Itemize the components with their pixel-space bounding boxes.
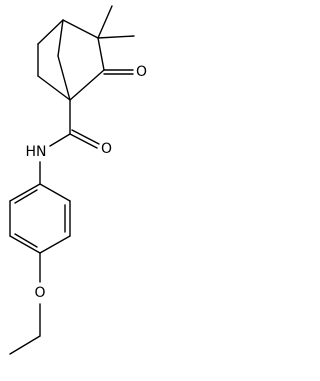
ring-bond-6 <box>9 183 41 202</box>
bond-amide-c-n <box>49 133 71 147</box>
amide: O HN <box>26 99 112 185</box>
bond-bridge-c7-c1 <box>57 55 71 101</box>
ring-bond-3 <box>39 235 71 254</box>
bond-amide-co-1 <box>69 133 98 149</box>
ethoxy: O <box>9 252 46 355</box>
ring-bond-1 <box>39 183 71 202</box>
bond-c2-c1 <box>69 69 105 101</box>
ketone-oxygen-label: O <box>136 64 147 80</box>
bond-c6-c1 <box>37 75 71 101</box>
bond-methyl-a <box>97 5 113 39</box>
bicyclic-core <box>37 19 105 101</box>
amide-nitrogen-label: HN <box>26 144 47 160</box>
ring-double-3 <box>14 189 38 204</box>
benzene-ring <box>9 183 71 254</box>
bond-ch2-ch3 <box>9 335 41 355</box>
gem-dimethyl <box>97 5 135 39</box>
bond-c3-c2 <box>97 37 105 71</box>
bond-c4-c5 <box>37 19 64 45</box>
ether-oxygen-label: O <box>34 285 45 301</box>
bond-amide-co-2 <box>71 129 100 145</box>
amide-oxygen-label: O <box>101 141 112 157</box>
chemical-structure: O O HN O <box>9 5 147 355</box>
bond-c4-c3 <box>62 19 99 39</box>
ketone: O <box>103 64 147 80</box>
ring-bond-4 <box>9 235 41 254</box>
bond-methyl-b <box>97 35 135 39</box>
ring-double-2 <box>14 233 38 248</box>
bond-bridge-c4-c7 <box>57 19 64 57</box>
